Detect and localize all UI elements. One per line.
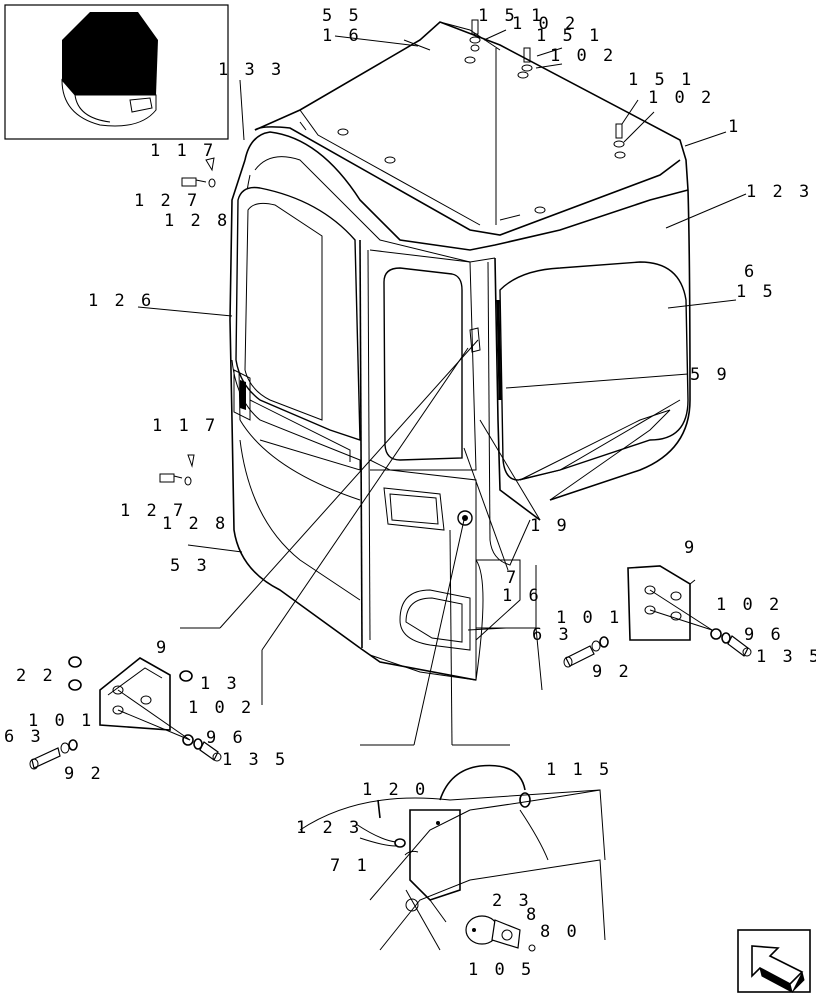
callout-8: 8 <box>526 905 539 925</box>
callout-7: 7 <box>506 568 519 588</box>
callout-151: 1 5 1 <box>628 70 694 90</box>
callout-63: 6 3 <box>532 625 572 645</box>
callout-16: 1 6 <box>322 26 362 46</box>
callout-13: 1 3 <box>200 674 240 694</box>
callout-105: 1 0 5 <box>468 960 534 980</box>
callout-92: 9 2 <box>592 662 632 682</box>
callout-96: 9 6 <box>206 728 246 748</box>
callout-127: 1 2 7 <box>134 191 200 211</box>
callout-101: 1 0 1 <box>556 608 622 628</box>
callout-59: 5 9 <box>690 365 730 385</box>
callout-6: 6 <box>744 262 757 282</box>
callout-115: 1 1 5 <box>546 760 612 780</box>
callout-135: 1 3 5 <box>222 750 288 770</box>
cab-thumbnail-icon <box>4 4 229 140</box>
callout-135: 1 3 5 <box>756 647 816 667</box>
callout-102: 1 0 2 <box>550 46 616 66</box>
leader-lines <box>137 29 747 951</box>
callout-15: 1 5 <box>736 282 776 302</box>
callout-120: 1 2 0 <box>362 780 428 800</box>
left-bracket-assembly <box>29 656 222 770</box>
callout-117: 1 1 7 <box>150 141 216 161</box>
callout-9: 9 <box>156 638 169 658</box>
callout-102: 1 0 2 <box>188 698 254 718</box>
callout-102: 1 0 2 <box>716 595 782 615</box>
callout-102: 1 0 2 <box>512 14 578 34</box>
callout-117: 1 1 7 <box>152 416 218 436</box>
callout-92: 9 2 <box>64 764 104 784</box>
callout-55: 5 5 <box>322 6 362 26</box>
callout-123: 1 2 3 <box>746 182 812 202</box>
callout-123: 1 2 3 <box>296 818 362 838</box>
callout-16: 1 6 <box>502 586 542 606</box>
cab-assembly <box>229 21 691 681</box>
callout-53: 5 3 <box>170 556 210 576</box>
roof-hardware <box>159 19 625 486</box>
harness-detail-view <box>299 764 606 952</box>
callout-127: 1 2 7 <box>120 501 186 521</box>
callout-80: 8 0 <box>540 922 580 942</box>
callout-101: 1 0 1 <box>28 711 94 731</box>
callout-22: 2 2 <box>16 666 56 686</box>
callout-1: 1 <box>728 117 741 137</box>
callout-126: 1 2 6 <box>88 291 154 311</box>
callout-133: 1 3 3 <box>218 60 284 80</box>
callout-96: 9 6 <box>744 625 784 645</box>
callout-102: 1 0 2 <box>648 88 714 108</box>
callout-63: 6 3 <box>4 727 44 747</box>
callout-19: 1 9 <box>530 516 570 536</box>
right-bracket-assembly <box>563 565 752 668</box>
callout-151: 1 5 1 <box>478 6 544 26</box>
next-page-arrow-icon[interactable] <box>737 929 811 993</box>
callout-23: 2 3 <box>492 891 532 911</box>
callout-128: 1 2 8 <box>164 211 230 231</box>
callout-labels: 5 5 1 6 1 5 1 1 0 2 1 5 1 1 0 2 1 3 3 1 … <box>4 6 816 980</box>
callout-151: 1 5 1 <box>536 26 602 46</box>
callout-128: 1 2 8 <box>162 514 228 534</box>
callout-71: 7 1 <box>330 856 370 876</box>
callout-9: 9 <box>684 538 697 558</box>
